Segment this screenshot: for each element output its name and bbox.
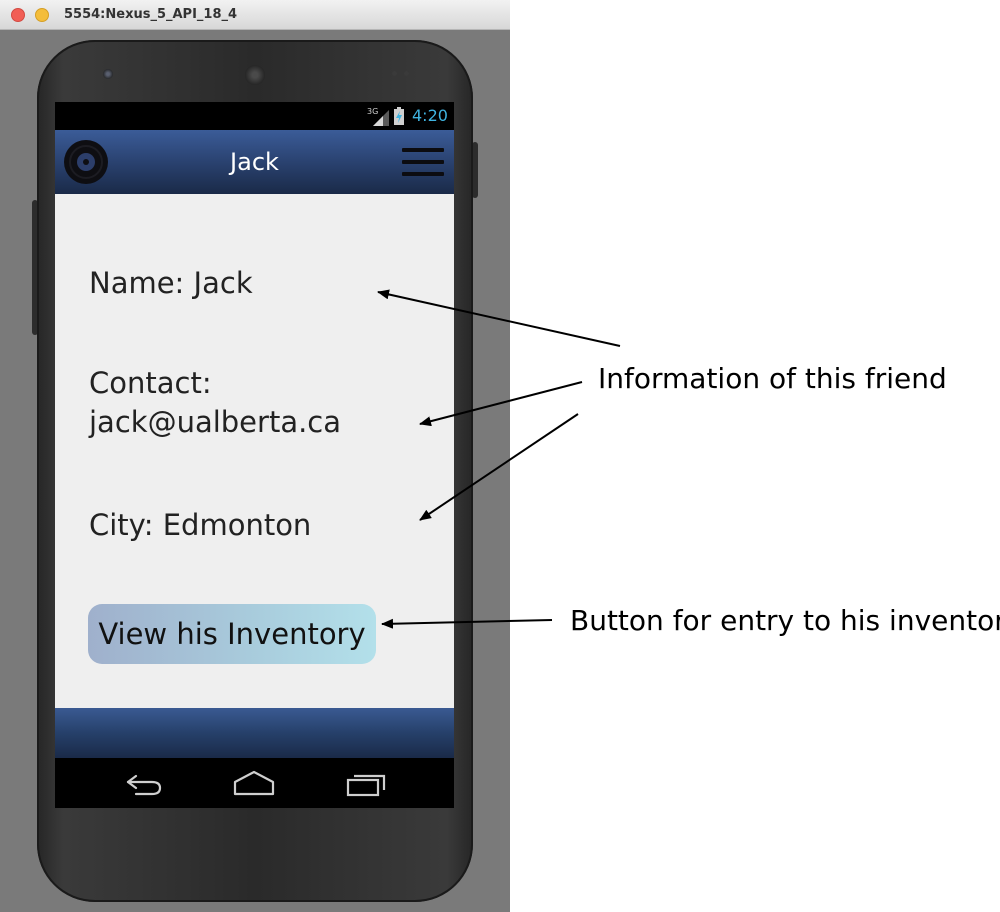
window-close-button[interactable] <box>11 8 25 22</box>
emulator-window: 5554:Nexus_5_API_18_4 3G 4:20 <box>0 0 510 912</box>
phone-screen: 3G 4:20 Jack <box>55 102 454 808</box>
front-camera-icon <box>103 69 113 79</box>
proximity-sensor-icon <box>392 71 397 76</box>
vinyl-record-icon[interactable] <box>63 139 109 185</box>
hamburger-menu-icon[interactable] <box>402 146 444 178</box>
recent-apps-icon[interactable] <box>342 770 388 798</box>
earpiece-speaker-icon <box>245 65 265 85</box>
home-icon[interactable] <box>231 770 277 798</box>
light-sensor-icon <box>404 71 409 76</box>
status-clock: 4:20 <box>412 106 448 125</box>
battery-charging-icon <box>394 107 404 125</box>
contact-label: Contact: <box>89 366 212 400</box>
bottom-bar <box>55 708 454 758</box>
friend-contact: Contact: jack@ualberta.ca <box>89 364 341 442</box>
volume-button[interactable] <box>32 200 38 335</box>
window-minimize-button[interactable] <box>35 8 49 22</box>
back-arrow-icon[interactable] <box>122 770 168 798</box>
annotation-friend-info: Information of this friend <box>598 362 947 395</box>
navigation-bar <box>55 758 454 808</box>
page-title: Jack <box>230 148 279 176</box>
action-bar: Jack <box>55 130 454 194</box>
window-title: 5554:Nexus_5_API_18_4 <box>64 7 238 22</box>
contact-email: jack@ualberta.ca <box>89 405 342 439</box>
window-titlebar: 5554:Nexus_5_API_18_4 <box>0 0 510 30</box>
friend-name: Name: Jack <box>89 266 253 300</box>
signal-3g-icon: 3G <box>367 107 389 126</box>
friend-profile-content: Name: Jack Contact: jack@ualberta.ca Cit… <box>55 194 454 708</box>
status-bar: 3G 4:20 <box>55 102 454 130</box>
annotation-inventory-button: Button for entry to his inventory <box>570 604 1000 637</box>
network-type-label: 3G <box>367 107 378 116</box>
view-inventory-button[interactable]: View his Inventory <box>88 604 376 664</box>
friend-city: City: Edmonton <box>89 508 312 542</box>
power-button[interactable] <box>472 142 478 198</box>
